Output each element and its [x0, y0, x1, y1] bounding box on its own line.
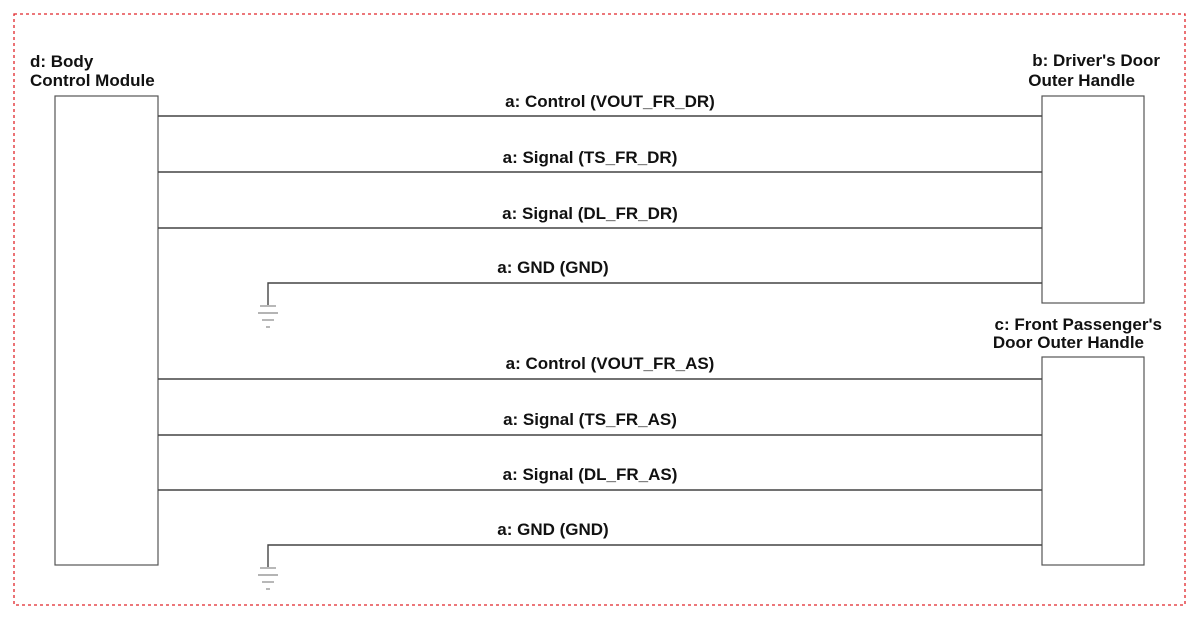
wire-line [267, 282, 1042, 305]
bcm-box [54, 95, 159, 566]
wire-label: a: GND (GND) [497, 258, 608, 277]
passenger-handle-label-line2: Door Outer Handle [993, 333, 1144, 352]
wire-label: a: Signal (DL_FR_DR) [502, 204, 678, 223]
diagram-frame [13, 13, 1186, 606]
driver-handle-box [1041, 95, 1145, 304]
wire-label: a: Control (VOUT_FR_DR) [505, 92, 715, 111]
wire-signal-ts-fr-dr: a: Signal (TS_FR_DR) [158, 148, 1042, 173]
body-control-module: d: Body Control Module [30, 52, 159, 566]
passenger-handle-label-line1: c: Front Passenger's [995, 315, 1163, 334]
passenger-door-outer-handle: c: Front Passenger's Door Outer Handle [993, 315, 1163, 566]
wire-control-vout-fr-dr: a: Control (VOUT_FR_DR) [158, 92, 1042, 117]
bcm-label-line1: d: Body [30, 52, 94, 71]
wire-control-vout-fr-as: a: Control (VOUT_FR_AS) [158, 354, 1042, 380]
passenger-wires: a: Control (VOUT_FR_AS) a: Signal (TS_FR… [158, 354, 1042, 590]
wire-signal-ts-fr-as: a: Signal (TS_FR_AS) [158, 410, 1042, 436]
passenger-handle-box [1041, 356, 1145, 566]
wire-label: a: Control (VOUT_FR_AS) [506, 354, 715, 373]
wire-line [267, 544, 1042, 567]
wire-gnd-passenger: a: GND (GND) [258, 520, 1042, 590]
wire-signal-dl-fr-dr: a: Signal (DL_FR_DR) [158, 204, 1042, 229]
wire-label: a: GND (GND) [497, 520, 608, 539]
ground-icon [258, 305, 278, 328]
bcm-label-line2: Control Module [30, 71, 155, 90]
wire-label: a: Signal (TS_FR_AS) [503, 410, 677, 429]
driver-handle-label-line1: b: Driver's Door [1032, 51, 1160, 70]
wire-signal-dl-fr-as: a: Signal (DL_FR_AS) [158, 465, 1042, 491]
ground-icon [258, 567, 278, 590]
wire-gnd-driver: a: GND (GND) [258, 258, 1042, 328]
driver-wires: a: Control (VOUT_FR_DR) a: Signal (TS_FR… [158, 92, 1042, 328]
wire-label: a: Signal (DL_FR_AS) [503, 465, 678, 484]
wire-label: a: Signal (TS_FR_DR) [503, 148, 678, 167]
driver-door-outer-handle: b: Driver's Door Outer Handle [1028, 51, 1160, 304]
driver-handle-label-line2: Outer Handle [1028, 71, 1135, 90]
